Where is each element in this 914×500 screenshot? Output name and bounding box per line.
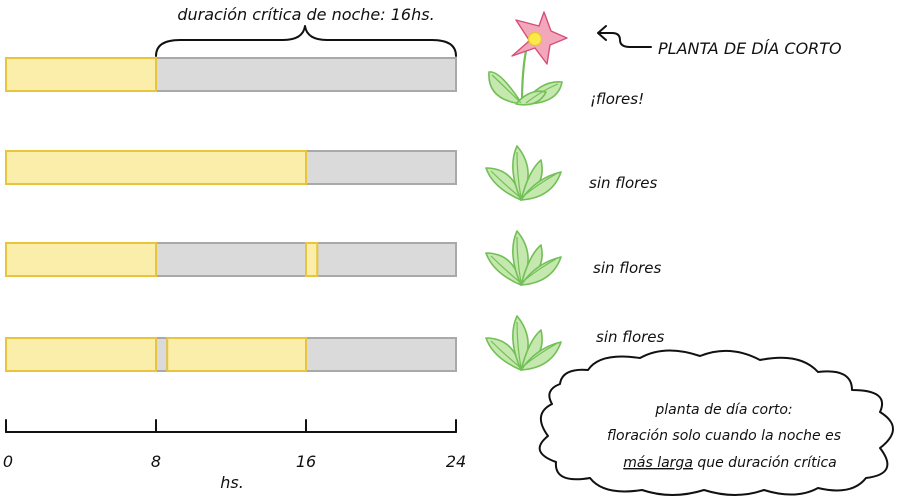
axis-tick-label: 8 (151, 452, 161, 471)
axis-unit-label: hs. (220, 473, 244, 492)
plant-type-label: PLANTA DE DÍA CORTO (658, 39, 842, 58)
leafy-plant-icon (485, 230, 562, 286)
note-line-2: floración solo cuando la noche es (607, 428, 841, 444)
day-night-bar (5, 242, 457, 277)
note-emphasis: más larga (623, 455, 693, 471)
leafy-plant-icon (485, 145, 562, 201)
day-night-bar (5, 150, 457, 185)
day-segment (5, 150, 307, 185)
row-result-label: sin flores (589, 174, 658, 192)
critical-night-brace (155, 25, 457, 57)
night-segment (155, 242, 307, 277)
row-result-label: ¡flores! (590, 90, 644, 108)
day-segment (5, 337, 157, 372)
critical-night-label: duración crítica de noche: 16hs. (177, 5, 434, 24)
leafy-plant-icon (485, 315, 562, 371)
night-segment (305, 337, 457, 372)
row-result-label: sin flores (593, 259, 662, 277)
hour-axis: 0 8 16 24 hs. (3, 419, 466, 492)
day-segment (166, 337, 307, 372)
day-segment (5, 242, 157, 277)
pointer-arrow-icon (597, 25, 652, 48)
axis-tick-label: 24 (446, 452, 466, 471)
note-line-3: más larga que duración crítica (623, 455, 837, 471)
day-segment (5, 57, 157, 92)
note-cloud: planta de día corto: floración solo cuan… (538, 349, 894, 496)
row-result-label: sin flores (596, 328, 665, 346)
note-line-1: planta de día corto: (654, 402, 792, 418)
night-segment (305, 150, 457, 185)
day-night-bars (5, 57, 457, 372)
day-night-bar (5, 337, 457, 372)
night-segment (316, 242, 457, 277)
axis-tick-label: 0 (3, 452, 13, 471)
note-line-3-rest: que duración crítica (693, 455, 837, 471)
day-segment (305, 242, 319, 277)
night-segment (155, 57, 457, 92)
flowering-plant-icon (488, 11, 568, 106)
day-night-bar (5, 57, 457, 92)
night-segment (155, 337, 169, 372)
axis-tick-label: 16 (296, 452, 316, 471)
